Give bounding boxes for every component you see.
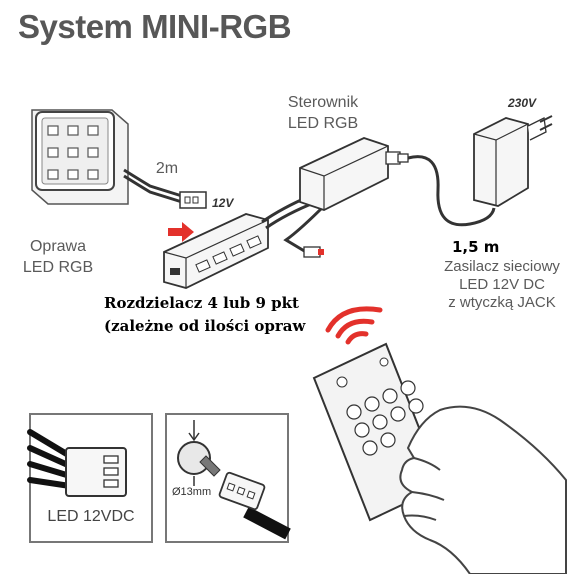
psu-cable (407, 155, 496, 227)
connector-icon (179, 191, 207, 209)
psu-label: Zasilacz sieciowy LED 12V DC z wtyczką J… (434, 258, 570, 312)
controller-icon (299, 137, 409, 211)
splitter-voltage-label: 12V (212, 196, 234, 210)
fixture-label-line-1: Oprawa (29, 238, 87, 255)
splitter-label-line-2: (zależne od ilości opraw (104, 317, 306, 335)
connector-detail-box (27, 413, 153, 543)
splitter-label: Rozdzielacz 4 lub 9 pkt (zależne od iloś… (104, 292, 305, 338)
controller-label-line-1: Sterownik (287, 94, 359, 111)
led-fixture-icon (31, 109, 129, 205)
psu-label-line-1: Zasilacz sieciowy (444, 258, 560, 275)
signal-arcs-icon (325, 306, 383, 345)
connector-cable-icon (218, 471, 291, 540)
page-title: System MINI-RGB (18, 8, 292, 45)
fixture-cable (123, 168, 183, 204)
hole-diameter-label: Ø13mm (172, 486, 212, 498)
drill-hole-box (165, 413, 291, 543)
drill-hole-icon (177, 420, 221, 486)
hand-icon (399, 405, 567, 574)
cable-length-label: 2m (155, 160, 179, 177)
fixture-label: Oprawa LED RGB (10, 236, 106, 278)
power-adapter-icon (473, 115, 553, 207)
controller-label-line-2: LED RGB (287, 115, 359, 132)
splitter-icon (163, 213, 269, 289)
mains-voltage-label: 230V (508, 96, 537, 110)
splitter-label-line-1: Rozdzielacz 4 lub 9 pkt (104, 294, 299, 312)
connector-box-label: LED 12VDC (47, 508, 135, 525)
psu-cable-length-label: 1,5 m (452, 238, 500, 256)
psu-label-line-2: LED 12V DC (459, 276, 545, 293)
controller-label: Sterownik LED RGB (276, 92, 370, 134)
fixture-label-line-2: LED RGB (22, 259, 94, 276)
psu-label-line-3: z wtyczką JACK (448, 294, 556, 311)
insert-arrow-icon (168, 222, 194, 242)
